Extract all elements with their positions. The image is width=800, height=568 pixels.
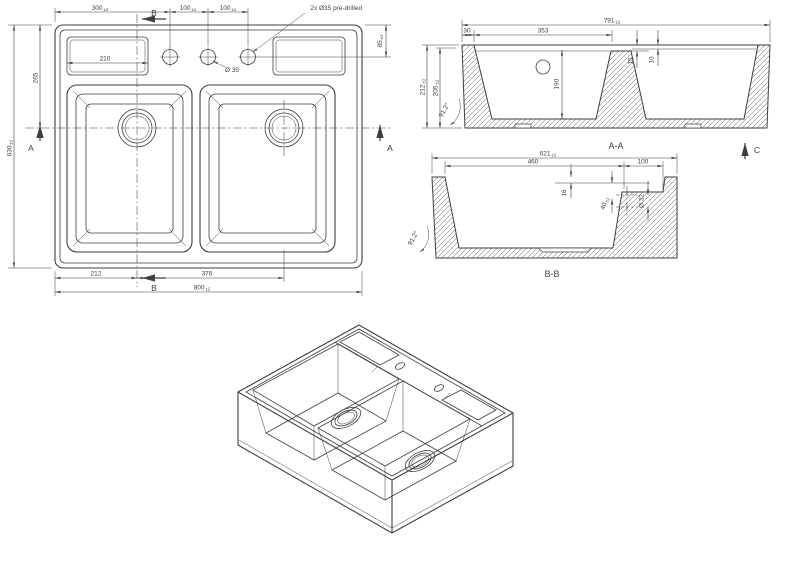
dim-210: 210 [100,56,111,63]
iso-recess-right [441,389,497,421]
dim-16: 16 [561,189,568,197]
dim-621: 621±2 [540,151,557,158]
section-bb-view: 621±2 460 100 16 40±1 Ø 32 91.2° B-B [406,151,678,279]
dim-212-aa: 212±2 [420,78,427,95]
dim-205: 205±2 [433,79,440,96]
dim-85: 85±1 [377,34,384,48]
tap-hole-elevation [535,59,551,75]
angle-arc-bb [419,225,429,253]
dim-100b: 100±1 [220,5,237,12]
plan-view: B B A A 300±2 100±1 100±1 2x Ø35 pre-dri… [7,5,393,296]
base-detail-left [514,123,532,129]
base-detail-right [684,123,702,129]
tap-holes [160,47,258,67]
iso-base-line-right [391,460,513,529]
iso-rim-inner [245,328,506,477]
hole-leader [212,60,228,69]
iso-bowl-left [252,343,400,461]
dim-353: 353 [538,28,549,35]
section-title-bb: B-B [544,269,559,279]
section-title-aa: A-A [608,141,623,151]
section-letter-A-right: A [387,143,393,153]
dim-460: 460 [528,159,539,166]
iso-base-line-left [238,439,393,529]
sink-rim-inner-plan [59,29,358,264]
note-leader [252,12,306,53]
note-predrilled: 2x Ø35 pre-drilled [310,5,362,12]
sink-outline-plan [54,24,363,269]
dim-10: 10 [649,56,656,64]
bowl-right-plan [199,84,336,253]
iso-view [237,324,514,534]
cut-material-aa [461,44,771,129]
iso-tap-hole-1 [394,362,406,370]
dim-800: 800±2 [194,285,211,292]
angle-arc-aa [449,98,461,126]
section-letter-B-bottom: B [151,283,157,293]
iso-drain-right [404,450,436,472]
iso-recess-left [339,331,400,366]
iso-bowl-right [317,380,471,501]
dim-376: 376 [202,271,213,278]
dim-hole-32: Ø 32 [639,194,646,208]
dim-100-bb: 100 [638,159,649,166]
floor-detail-bb [537,247,593,253]
iso-tick-2 [443,392,451,400]
dim-30: 30 [463,28,471,35]
dim-40: 40±1 [600,196,611,211]
section-aa-view: 791±2 30 353 212±2 205±2 190 15 10 91.2°… [420,18,771,159]
bowl-left-plan [66,84,193,253]
dim-791: 791±2 [604,18,621,25]
dim-212: 212 [91,271,102,278]
iso-body [237,324,514,534]
section-letter-B-top: B [151,8,157,18]
dim-630: 630±2 [7,139,14,156]
dim-15: 15 [628,57,635,65]
view-letter-C: C [754,145,760,155]
iso-drain-left [330,407,362,429]
dim-300: 300±2 [92,5,109,12]
iso-tap-hole-2 [433,384,445,392]
plan-extension-lines [8,8,391,296]
faucet-recess-right [272,36,346,76]
angle-aa: 91.2° [437,101,451,119]
dim-100a: 100±1 [180,5,197,12]
cut-material-bb [431,176,678,259]
iso-tick-1 [371,365,379,373]
faucet-recess-left [66,36,149,76]
dim-190: 190 [554,78,561,89]
angle-bb: 91.2° [406,229,420,247]
dim-hole-35: Ø 35 [225,67,239,74]
dim-265: 265 [33,72,40,83]
section-letter-A-left: A [28,143,34,153]
